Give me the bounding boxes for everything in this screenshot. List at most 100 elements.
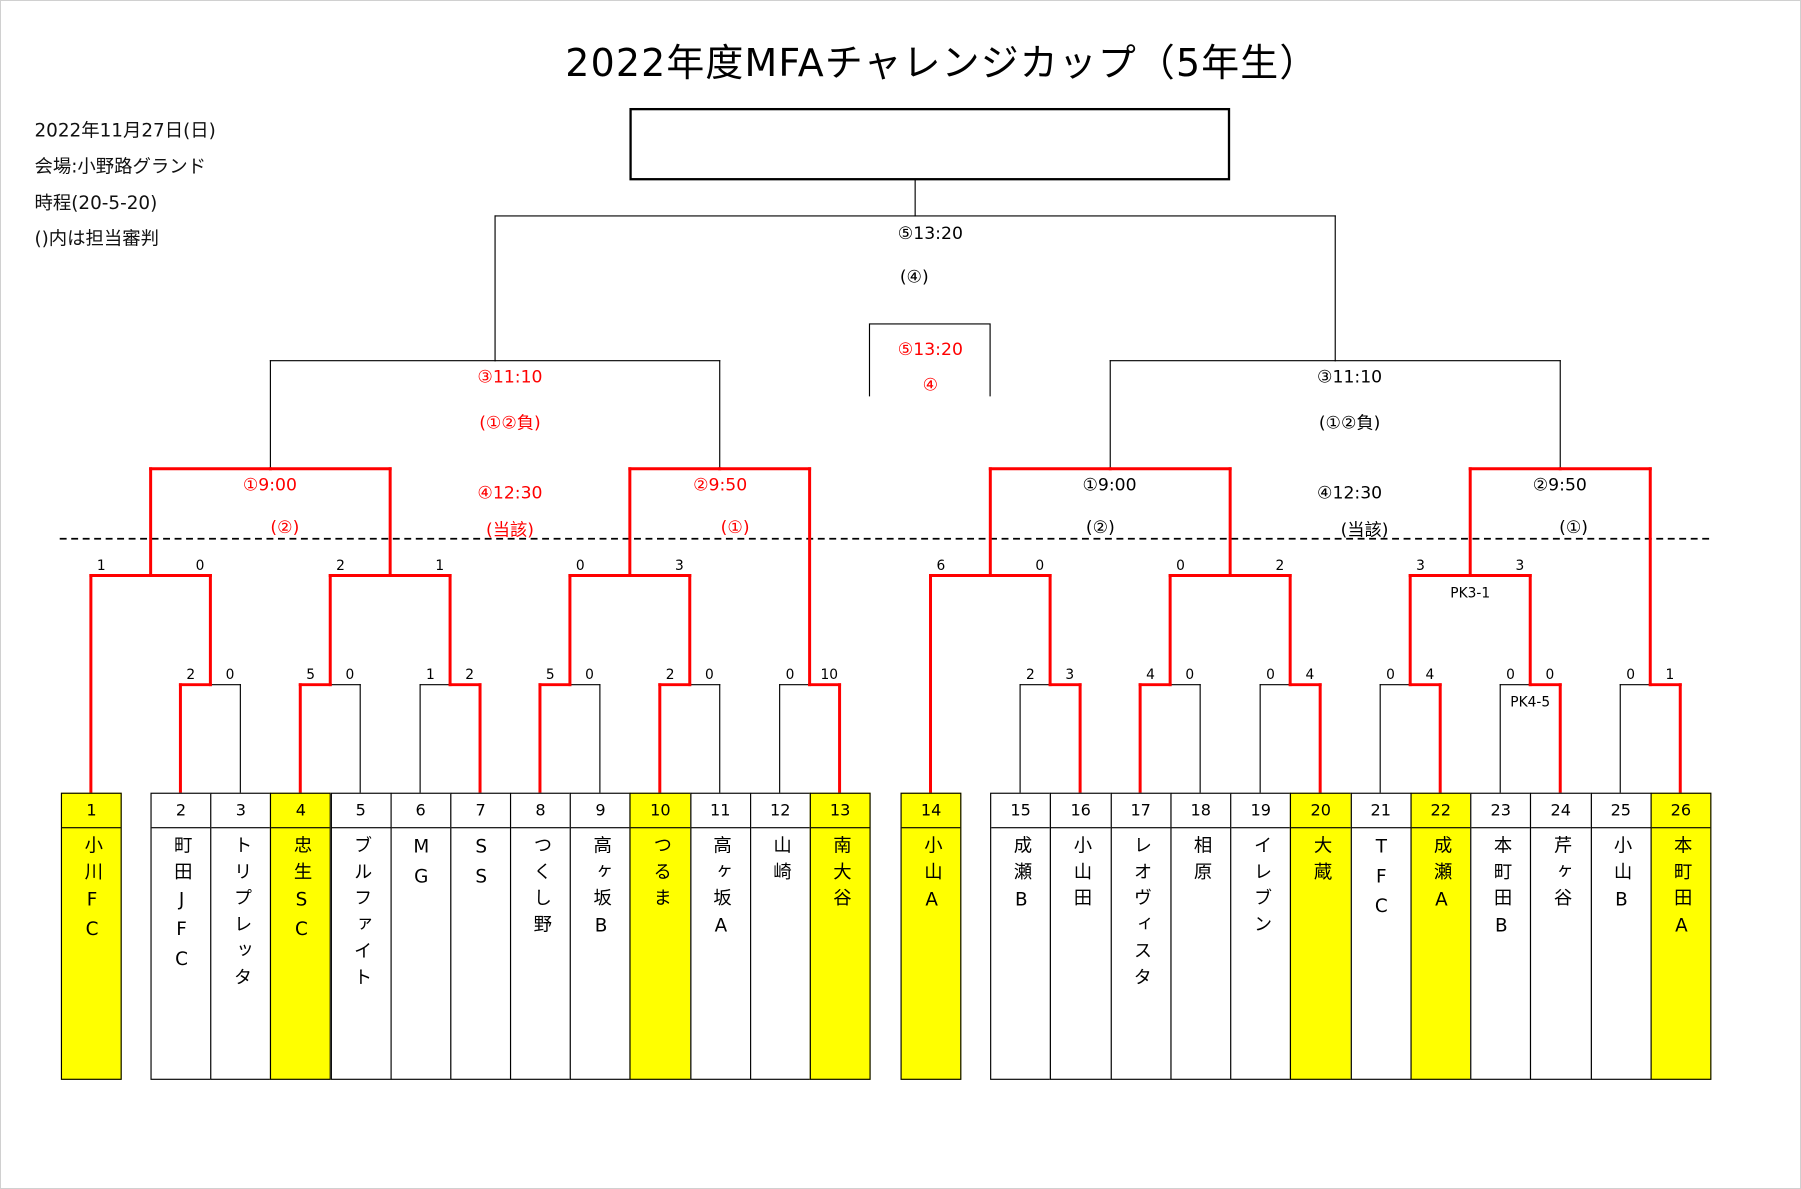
team-number: 5 <box>331 794 391 829</box>
team-name: つるま <box>650 835 672 915</box>
score-left: 3 <box>1416 557 1425 574</box>
penalty-kick-result: PK4-5 <box>1510 693 1551 710</box>
score-left: 0 <box>1386 666 1395 683</box>
right-semi-referee: (①②負) <box>1318 412 1381 434</box>
team-name: 本町田B <box>1490 835 1513 945</box>
right-q1-time: ①9:00 <box>1082 474 1137 496</box>
left-q1-time: ①9:00 <box>242 474 297 496</box>
team-number: 11 <box>690 794 750 829</box>
score-right: 0 <box>225 666 235 683</box>
score-left: 0 <box>1176 557 1185 574</box>
score-left: 5 <box>545 666 555 683</box>
team-name: 町田JFC <box>170 835 193 978</box>
team-name: 芹ヶ谷 <box>1550 835 1573 915</box>
final-time: ⑤13:20 <box>897 222 963 244</box>
team-name: MG <box>410 835 433 895</box>
score-left: 0 <box>1626 666 1635 683</box>
date-text: 2022年11月27日(日) <box>34 119 216 142</box>
page-title: 2022年度MFAチャレンジカップ（5年生） <box>565 40 1319 86</box>
team-cell: 14 小山A <box>900 792 962 1080</box>
team-number: 3 <box>211 794 271 829</box>
final-referee: (④) <box>899 266 929 288</box>
score-left: 0 <box>785 666 795 683</box>
referee-note: ()内は担当審判 <box>34 227 160 250</box>
team-cell: 20 大蔵 <box>1290 792 1352 1080</box>
team-name: 山崎 <box>769 835 792 889</box>
team-name: つくし野 <box>530 835 553 941</box>
right-q1-referee: (②) <box>1085 516 1115 538</box>
team-cell: 11 高ヶ坂A <box>689 792 751 1080</box>
team-cell: 10 つるま <box>629 792 691 1080</box>
team-number: 14 <box>901 794 961 829</box>
team-cell: 24 芹ヶ谷 <box>1530 792 1592 1080</box>
score-right: 3 <box>1515 557 1525 574</box>
left-extra-referee: (当該) <box>486 519 534 540</box>
score-right: 2 <box>465 666 475 683</box>
team-number: 20 <box>1291 794 1351 829</box>
schedule-text: 時程(20-5-20) <box>34 191 158 214</box>
team-name: 高ヶ坂B <box>590 835 612 945</box>
team-name: 大蔵 <box>1310 835 1333 889</box>
team-cell: 15 成瀬B <box>990 792 1052 1080</box>
team-number: 15 <box>991 794 1051 829</box>
score-left: 4 <box>1146 666 1155 683</box>
venue-text: 会場:小野路グランド <box>34 155 207 177</box>
team-name: 高ヶ坂A <box>709 835 732 945</box>
team-name: 成瀬B <box>1010 835 1033 918</box>
team-name: 相原 <box>1190 835 1213 889</box>
score-right: 0 <box>195 557 205 574</box>
team-number: 16 <box>1051 794 1111 829</box>
team-name: 小山B <box>1610 835 1633 918</box>
team-number: 1 <box>62 794 121 829</box>
right-extra-referee: (当該) <box>1340 519 1389 540</box>
team-name: 小山A <box>920 835 943 918</box>
score-right: 1 <box>1665 666 1675 683</box>
right-semi-time: ③11:10 <box>1317 366 1383 388</box>
team-number: 21 <box>1351 794 1411 829</box>
team-number: 7 <box>451 794 510 829</box>
team-name: SS <box>470 835 493 895</box>
score-left: 0 <box>575 557 585 574</box>
score-right: 4 <box>1305 666 1315 683</box>
score-right: 2 <box>1275 557 1285 574</box>
score-right: 1 <box>435 557 445 574</box>
third-place-box <box>868 323 991 397</box>
score-right: 0 <box>585 666 594 683</box>
team-number: 26 <box>1651 794 1711 829</box>
score-left: 2 <box>186 666 196 683</box>
score-left: 1 <box>96 557 106 574</box>
team-name: ブルファイト <box>350 835 373 994</box>
score-right: 0 <box>1545 666 1555 683</box>
score-left: 5 <box>306 666 315 683</box>
team-number: 2 <box>151 794 211 829</box>
team-cell: 2 町田JFC <box>150 792 212 1080</box>
score-right: 4 <box>1425 666 1435 683</box>
score-right: 3 <box>1065 666 1075 683</box>
right-extra-time: ④12:30 <box>1317 482 1383 504</box>
score-left: 2 <box>665 666 675 683</box>
team-number: 9 <box>571 794 630 829</box>
left-semi-time: ③11:10 <box>477 366 543 388</box>
champion-box <box>629 107 1231 181</box>
team-cell: 26 本町田A <box>1650 792 1712 1080</box>
left-q2-referee: (①) <box>720 516 750 538</box>
team-number: 10 <box>630 794 690 829</box>
score-left: 6 <box>936 557 946 574</box>
left-extra-time: ④12:30 <box>477 482 543 504</box>
team-name: 本町田A <box>1670 835 1693 945</box>
team-name: 忠生SC <box>290 835 313 948</box>
penalty-kick-result: PK3-1 <box>1450 584 1491 601</box>
team-number: 18 <box>1171 794 1231 829</box>
team-number: 24 <box>1531 794 1591 829</box>
